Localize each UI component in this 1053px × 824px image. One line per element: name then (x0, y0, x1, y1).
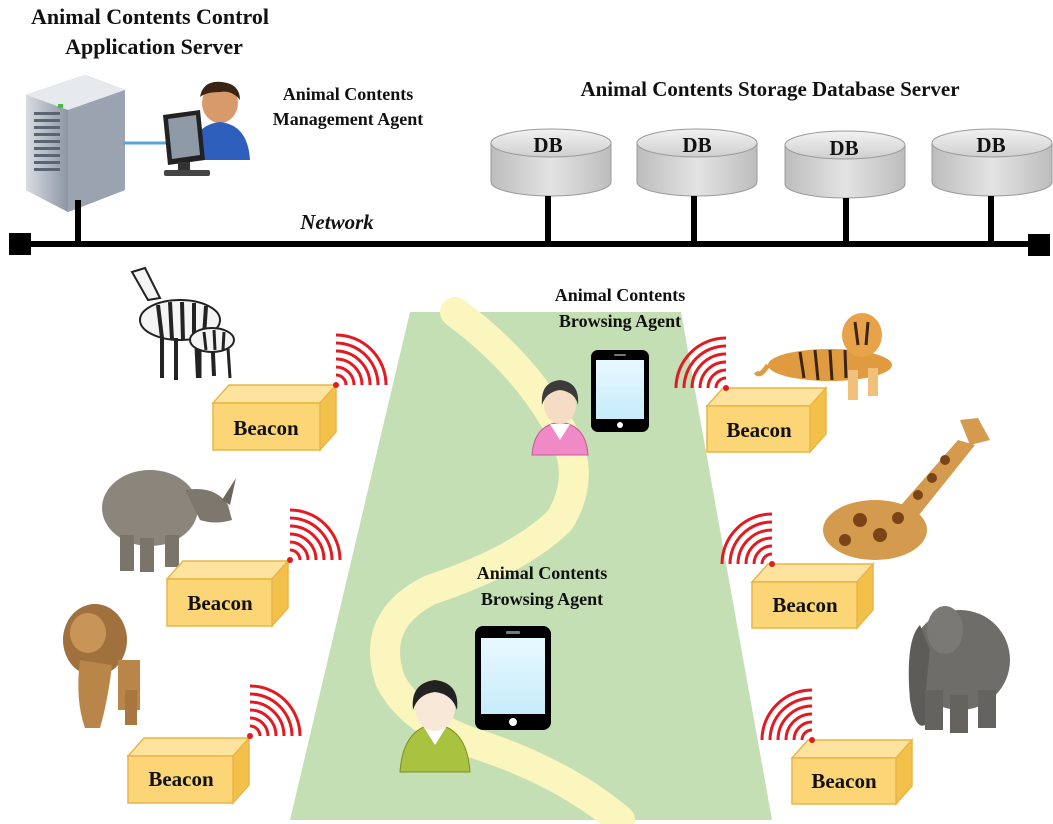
database-label: DB (976, 133, 1005, 157)
tablet-icon (475, 626, 551, 730)
zebra-icon (130, 266, 235, 380)
beacon-signal-icon (674, 336, 729, 391)
beacon-label: Beacon (233, 416, 299, 440)
beacon-label: Beacon (772, 593, 838, 617)
beacon-box: Beacon (705, 386, 828, 454)
management-agent-icon (163, 81, 250, 176)
elephant-icon (908, 606, 1010, 733)
browsing-agent-label-line2: Browsing Agent (559, 311, 681, 331)
tiger-icon (753, 313, 892, 400)
beacon-box: Beacon (750, 562, 875, 630)
beacon-box: Beacon (790, 738, 914, 806)
beacon-signal-icon (720, 512, 775, 567)
server-tower-icon (26, 75, 125, 212)
tablet-icon (591, 350, 649, 432)
beacon-box: Beacon (211, 383, 338, 452)
beacon-label: Beacon (187, 591, 253, 615)
database-cylinder: DB (636, 128, 758, 197)
server-title-line2: Application Server (65, 34, 243, 59)
management-agent-label-line1: Animal Contents (283, 84, 414, 104)
database-label: DB (533, 133, 562, 157)
network-label: Network (299, 210, 374, 234)
server-title-line1: Animal Contents Control (31, 4, 269, 29)
lion-icon (63, 604, 140, 728)
browsing-agent-label-line1: Animal Contents (477, 563, 608, 583)
browsing-agent-person-icon (399, 680, 471, 773)
database-cylinder: DB (784, 130, 906, 199)
beacon-box: Beacon (165, 559, 290, 628)
network-bus (9, 196, 1050, 256)
database-cylinder: DB (490, 128, 612, 197)
beacon-label: Beacon (811, 769, 877, 793)
giraffe-icon (823, 418, 990, 560)
beacon-signal-icon (247, 684, 302, 739)
database-cylinder: DB (931, 128, 1053, 197)
database-label: DB (829, 136, 858, 160)
browsing-agent-label-line1: Animal Contents (555, 285, 686, 305)
browsing-agent-label-line2: Browsing Agent (481, 589, 603, 609)
beacon-signal-icon (287, 508, 342, 563)
beacon-box: Beacon (126, 736, 251, 805)
beacon-label: Beacon (726, 418, 792, 442)
database-label: DB (682, 133, 711, 157)
management-agent-label-line2: Management Agent (273, 109, 423, 129)
rhinoceros-icon (102, 470, 236, 572)
browsing-agent-person-icon (531, 380, 589, 456)
storage-server-title: Animal Contents Storage Database Server (580, 77, 959, 101)
beacon-signal-icon (760, 688, 815, 743)
beacon-signal-icon (333, 333, 388, 388)
beacon-label: Beacon (148, 767, 214, 791)
